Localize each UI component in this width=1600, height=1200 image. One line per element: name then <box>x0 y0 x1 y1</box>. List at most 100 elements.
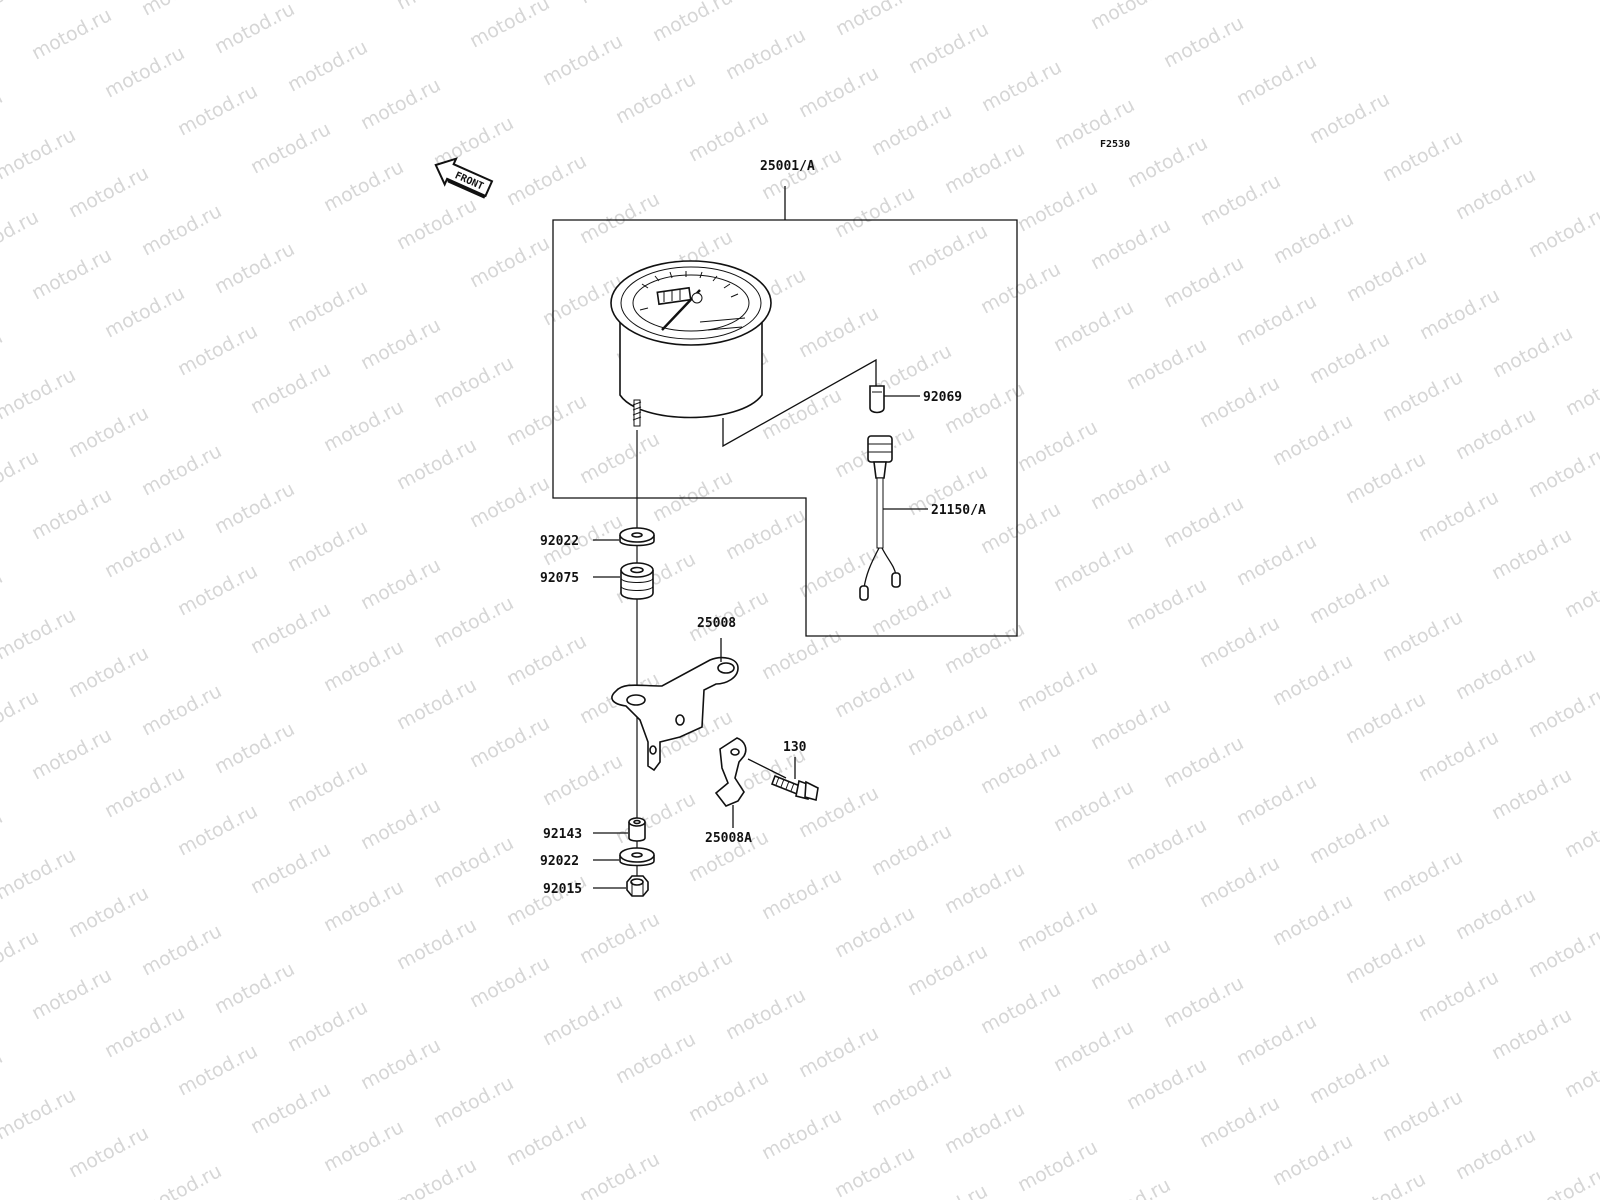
watermark-text: motod.ru <box>101 1002 188 1062</box>
callout-bracket: 25008 <box>697 616 736 631</box>
watermark-text: motod.ru <box>1452 884 1539 944</box>
watermark-text: motod.ru <box>1050 776 1137 836</box>
watermark-text: motod.ru <box>904 1180 991 1200</box>
watermark-text: motod.ru <box>174 800 261 860</box>
watermark-text: motod.ru <box>357 1034 444 1094</box>
bulb-icon <box>869 385 885 414</box>
watermark-text: motod.ru <box>1050 296 1137 356</box>
speedometer-icon <box>610 260 772 427</box>
watermark-text: motod.ru <box>1342 688 1429 748</box>
watermark-text: motod.ru <box>174 560 261 620</box>
watermark-text: motod.ru <box>576 188 663 248</box>
watermark-text: motod.ru <box>722 504 809 564</box>
watermark-text: motod.ru <box>138 200 225 260</box>
watermark-text: motod.ru <box>1562 360 1600 420</box>
watermark-text: motod.ru <box>0 364 79 424</box>
watermark-text: motod.ru <box>0 206 42 266</box>
watermark-text: motod.ru <box>1124 132 1211 192</box>
watermark-text: motod.ru <box>0 844 79 904</box>
watermark-text: motod.ru <box>393 0 480 14</box>
watermark-text: motod.ru <box>503 1110 590 1170</box>
watermark-text: motod.ru <box>1306 568 1393 628</box>
watermark-text: motod.ru <box>941 1098 1028 1158</box>
watermark-text: motod.ru <box>905 18 992 78</box>
watermark-text: motod.ru <box>28 4 115 64</box>
callout-nut: 92015 <box>543 882 582 897</box>
watermark-text: motod.ru <box>539 750 626 810</box>
callout-washer-top: 92022 <box>540 534 579 549</box>
watermark-text: motod.ru <box>1196 372 1283 432</box>
watermark-text: motod.ru <box>101 522 188 582</box>
watermark-text: motod.ru <box>393 914 480 974</box>
watermark-text: motod.ru <box>1087 1174 1174 1200</box>
watermark-text: motod.ru <box>1087 934 1174 994</box>
watermark-text: motod.ru <box>612 68 699 128</box>
nut-icon <box>626 875 649 897</box>
watermark-text: motod.ru <box>28 244 115 304</box>
figure-code: F2530 <box>1100 139 1130 150</box>
watermark-text: motod.ru <box>320 636 407 696</box>
watermark-text: motod.ru <box>393 1154 480 1200</box>
bulb-wire-path <box>722 358 877 448</box>
watermark-text: motod.ru <box>393 194 480 254</box>
watermark-text: motod.ru <box>1196 852 1283 912</box>
watermark-text: motod.ru <box>0 124 79 184</box>
watermark-text: motod.ru <box>1233 530 1320 590</box>
watermark-text: motod.ru <box>320 396 407 456</box>
watermark-text: motod.ru <box>138 440 225 500</box>
watermark-text: motod.ru <box>1269 890 1356 950</box>
watermark-text: motod.ru <box>977 978 1064 1038</box>
watermark-text: motod.ru <box>174 320 261 380</box>
watermark-text: motod.ru <box>576 1148 663 1200</box>
watermark-text: motod.ru <box>0 1084 79 1144</box>
watermark-text: motod.ru <box>1343 246 1430 306</box>
watermark-text: motod.ru <box>1415 966 1502 1026</box>
watermark-text: motod.ru <box>1160 252 1247 312</box>
callout-bracket-a: 25008A <box>705 831 752 846</box>
watermark-text: motod.ru <box>685 1066 772 1126</box>
watermark-text: motod.ru <box>1561 1042 1600 1102</box>
watermark-text: motod.ru <box>1415 726 1502 786</box>
watermark-text: motod.ru <box>758 864 845 924</box>
watermark-text: motod.ru <box>1488 764 1575 824</box>
watermark-text: motod.ru <box>65 642 152 702</box>
watermark-text: motod.ru <box>284 36 371 96</box>
watermark-text: motod.ru <box>576 908 663 968</box>
watermark-text: motod.ru <box>941 378 1028 438</box>
watermark-text: motod.ru <box>320 1116 407 1176</box>
watermark-text: motod.ru <box>1160 492 1247 552</box>
watermark-text: motod.ru <box>466 232 553 292</box>
bolt-axis <box>747 758 787 779</box>
bracket-icon <box>611 656 739 772</box>
watermark-text: motod.ru <box>1379 606 1466 666</box>
watermark-text: motod.ru <box>1123 1054 1210 1114</box>
watermark-text: motod.ru <box>941 618 1028 678</box>
callout-bolt: 130 <box>783 740 807 755</box>
watermark-text: motod.ru <box>1525 1162 1600 1200</box>
watermark-text: motod.ru <box>1269 650 1356 710</box>
watermark-text: motod.ru <box>576 0 663 8</box>
watermark-text: motod.ru <box>1489 322 1576 382</box>
watermark-text: motod.ru <box>1488 524 1575 584</box>
watermark-text: motod.ru <box>1160 732 1247 792</box>
watermark-text: motod.ru <box>904 700 991 760</box>
watermark-text: motod.ru <box>1197 170 1284 230</box>
watermark-text: motod.ru <box>1233 1010 1320 1070</box>
watermark-text: motod.ru <box>795 542 882 602</box>
watermark-text: motod.ru <box>831 662 918 722</box>
watermark-text: motod.ru <box>65 1122 152 1182</box>
damper-icon <box>620 562 654 600</box>
watermark-text: motod.ru <box>466 472 553 532</box>
watermark-text: motod.ru <box>1452 164 1539 224</box>
watermark-text: motod.ru <box>28 484 115 544</box>
watermark-text: motod.ru <box>211 478 298 538</box>
watermark-text: motod.ru <box>868 1060 955 1120</box>
watermark-text: motod.ru <box>357 794 444 854</box>
watermark-text: motod.ru <box>977 258 1064 318</box>
watermark-text: motod.ru <box>1342 928 1429 988</box>
watermark-text: motod.ru <box>1306 88 1393 148</box>
watermark-text: motod.ru <box>284 276 371 336</box>
watermark-text: motod.ru <box>1160 12 1247 72</box>
